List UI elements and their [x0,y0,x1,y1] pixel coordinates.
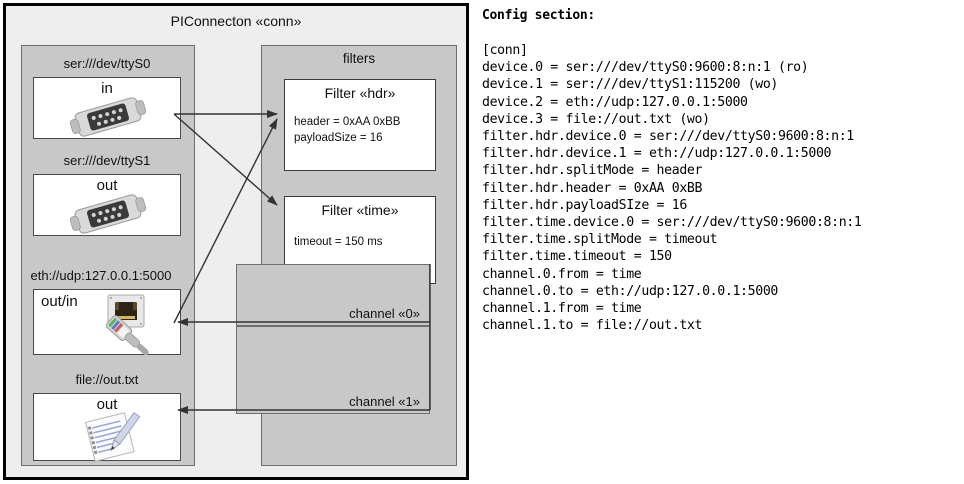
filters-panel: filters Filter «hdr» header = 0xAA 0xBB … [236,45,457,466]
filter-title-time: Filter «time» [321,202,399,218]
device-box-ttys0[interactable]: in [33,77,181,139]
diagram-title: PIConnecton «conn» [170,13,302,29]
filters-panel-title: filters [342,51,376,66]
filter-attr-payloadsize: payloadSize = 16 [294,132,383,144]
device-label-ttys1: ser:///dev/ttyS1 [63,153,151,168]
channel-box-1[interactable]: channel «1» [236,326,430,414]
filter-box-hdr[interactable]: Filter «hdr» header = 0xAA 0xBB payloadS… [284,79,436,171]
serial-port-icon [69,194,147,234]
device-label-file: file://out.txt [75,372,139,387]
filter-title-hdr: Filter «hdr» [324,85,396,101]
filter-attr-header: header = 0xAA 0xBB [294,116,401,128]
ethernet-plug-icon [105,294,149,355]
filter-attr-timeout: timeout = 150 ms [294,236,383,248]
channel-box-0[interactable]: channel «0» [236,264,430,326]
config-body: [conn] device.0 = ser:///dev/ttyS0:9600:… [482,43,862,334]
device-box-file[interactable]: out [33,393,181,462]
device-box-eth[interactable]: out/in [33,289,181,355]
devices-panel: ser:///dev/ttyS0 in ser: [21,45,195,466]
device-direction-ttys1: out [96,177,118,194]
device-direction-eth: out/in [41,293,78,310]
device-direction-file: out [96,396,118,413]
device-direction-ttys0: in [101,80,113,97]
piconnector-diagram: PIConnecton «conn» ser:///dev/ttyS0 in [3,3,469,480]
device-label-ttys0: ser:///dev/ttyS0 [63,56,151,71]
config-section: Config section: [conn] device.0 = ser://… [482,0,960,484]
channel-label-0: channel «0» [349,306,420,321]
config-heading: Config section: [482,8,595,23]
serial-port-icon [69,97,147,137]
channel-label-1: channel «1» [349,394,420,409]
device-box-ttys1[interactable]: out [33,174,181,236]
document-pen-icon [85,412,141,462]
device-label-eth: eth://udp:127.0.0.1:5000 [30,268,172,283]
